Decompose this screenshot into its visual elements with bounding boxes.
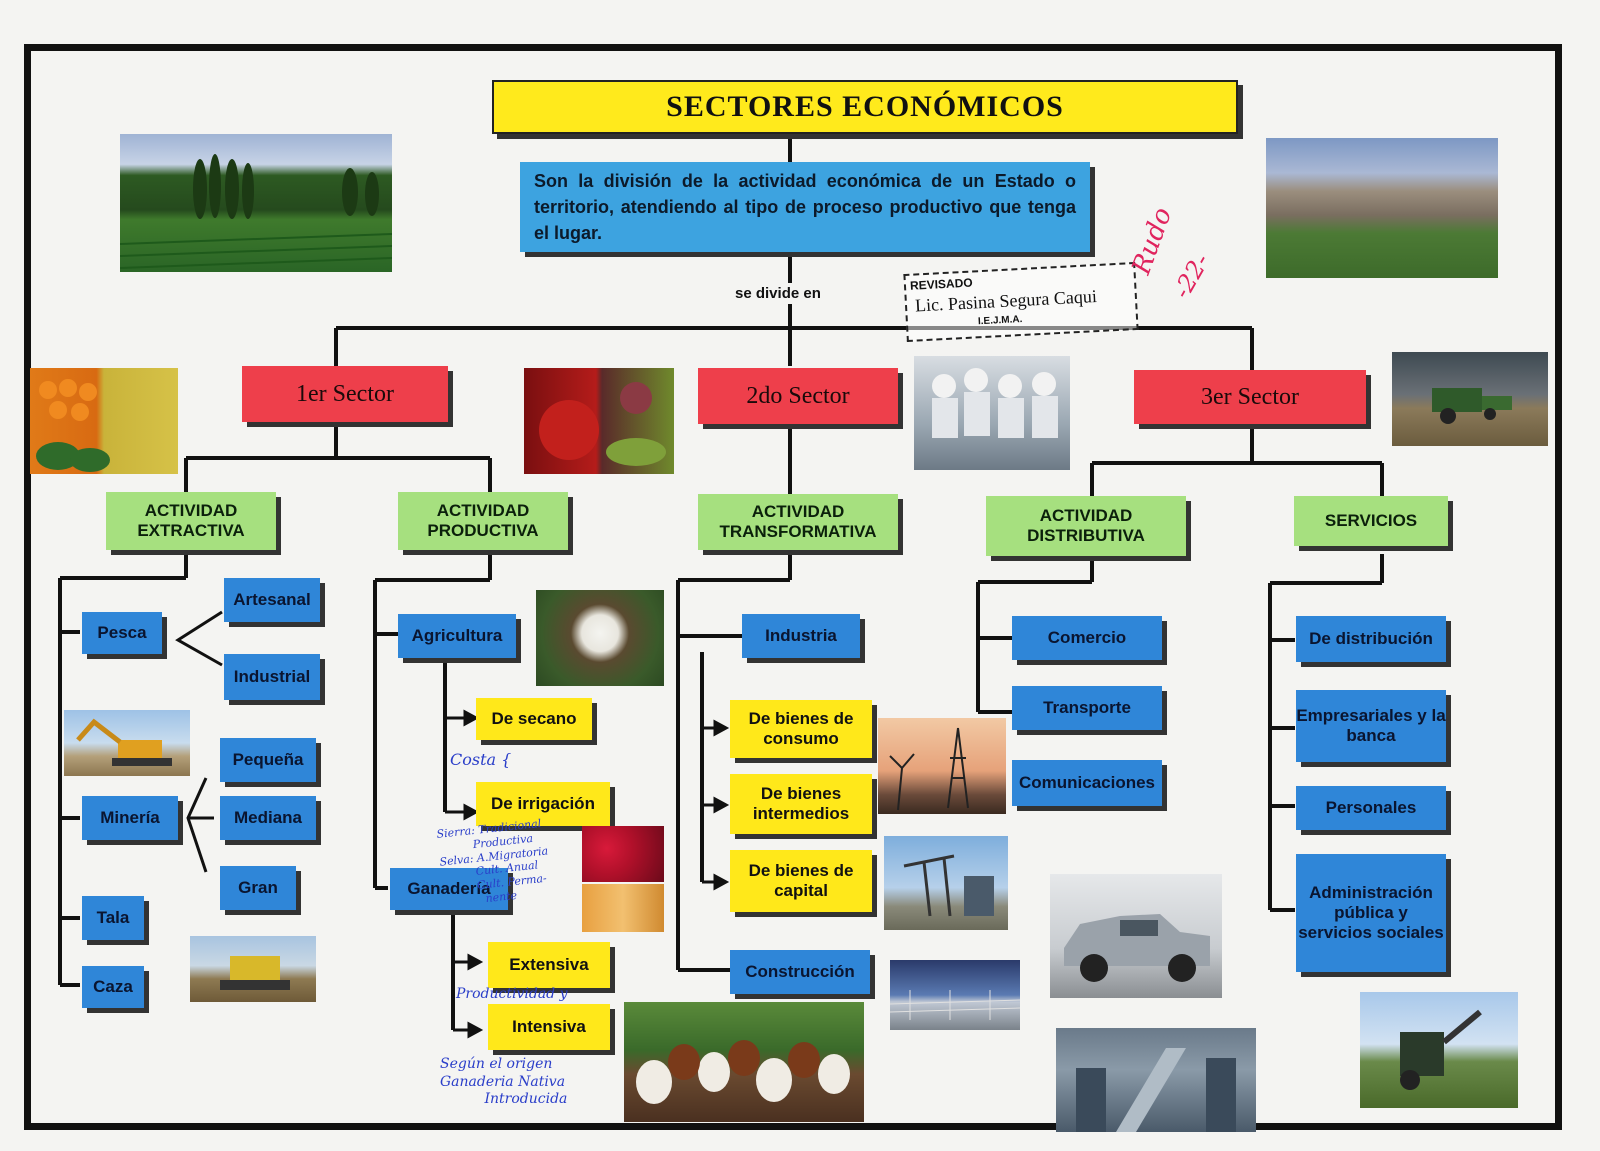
- page-title: SECTORES ECONÓMICOS: [492, 80, 1238, 134]
- bulldozer-photo: [190, 936, 316, 1002]
- item-empresariales: Empresariales y la banca: [1296, 690, 1446, 762]
- item-caza: Caza: [82, 966, 144, 1008]
- item-personales: Personales: [1296, 786, 1446, 830]
- item-comunicaciones: Comunicaciones: [1012, 760, 1162, 806]
- item-comercio: Comercio: [1012, 616, 1162, 660]
- bridge-photo: [890, 960, 1020, 1030]
- item-gran: Gran: [220, 866, 296, 910]
- cattle-photo: [624, 1002, 864, 1122]
- note-sierra-selva: Sierra: Tradicional Productiva Selva: A.…: [435, 816, 549, 910]
- stamp-school: I.E.J.M.A.: [977, 313, 1023, 328]
- activity-productiva: ACTIVIDAD PRODUCTIVA: [398, 492, 568, 550]
- sector-1: 1er Sector: [242, 366, 448, 422]
- item-bienes-consumo: De bienes de consumo: [730, 700, 872, 758]
- factory-workers-photo: [914, 356, 1070, 470]
- sector-2: 2do Sector: [698, 368, 898, 424]
- item-mediana: Mediana: [220, 796, 316, 840]
- item-pesca: Pesca: [82, 612, 162, 654]
- item-administracion: Administración pública y servicios socia…: [1296, 854, 1446, 972]
- note-costa: Costa {: [450, 750, 512, 769]
- raspberries-photo: [582, 826, 664, 882]
- item-de-irrigacion: De irrigación: [476, 782, 610, 826]
- item-bienes-intermedios: De bienes intermedios: [730, 774, 872, 834]
- item-tala: Tala: [82, 896, 144, 940]
- item-bienes-capital: De bienes de capital: [730, 850, 872, 912]
- pumpjack-photo: [884, 836, 1008, 930]
- fruit-bananas-photo: [30, 368, 178, 474]
- page-frame: [24, 44, 1562, 1130]
- item-construccion: Construcción: [730, 950, 870, 994]
- activity-distributiva: ACTIVIDAD DISTRIBUTIVA: [986, 496, 1186, 556]
- item-de-distribucion: De distribución: [1296, 616, 1446, 662]
- definition-box: Son la división de la actividad económic…: [520, 162, 1090, 252]
- connector-label: se divide en: [735, 285, 821, 302]
- oil-rig-sunset-photo: [878, 718, 1006, 814]
- excavator-photo: [64, 710, 190, 776]
- landscape-poplars-photo: [120, 134, 392, 272]
- note-productividad: Productividad y: [456, 986, 568, 1002]
- pickup-truck-photo: [1050, 874, 1222, 998]
- item-pequena: Pequeña: [220, 738, 316, 782]
- activity-transformativa: ACTIVIDAD TRANSFORMATIVA: [698, 494, 898, 550]
- note-origen: Según el origen Ganaderia Nativa Introdu…: [440, 1056, 568, 1107]
- factory-machinery-photo: [1056, 1028, 1256, 1132]
- item-de-secano: De secano: [476, 698, 592, 740]
- item-industria: Industria: [742, 614, 860, 658]
- item-extensiva: Extensiva: [488, 942, 610, 988]
- item-industrial: Industrial: [224, 654, 320, 700]
- item-intensiva: Intensiva: [488, 1004, 610, 1050]
- harvester-photo: [1392, 352, 1548, 446]
- item-mineria: Minería: [82, 796, 178, 840]
- fruit-vegetables-photo: [524, 368, 674, 474]
- valley-landscape-photo: [1266, 138, 1498, 278]
- melons-photo: [582, 884, 664, 932]
- sector-3: 3er Sector: [1134, 370, 1366, 424]
- sugarcane-harvester-photo: [1360, 992, 1518, 1108]
- activity-servicios: SERVICIOS: [1294, 496, 1448, 546]
- item-artesanal: Artesanal: [224, 578, 320, 622]
- item-agricultura: Agricultura: [398, 614, 516, 658]
- item-ganaderia: Ganadería: [390, 868, 508, 910]
- activity-extractiva: ACTIVIDAD EXTRACTIVA: [106, 492, 276, 550]
- cotton-photo: [536, 590, 664, 686]
- review-stamp: REVISADO Lic. Pasina Segura Caqui I.E.J.…: [903, 261, 1139, 343]
- item-transporte: Transporte: [1012, 686, 1162, 730]
- stamp-revisado: REVISADO: [909, 275, 973, 293]
